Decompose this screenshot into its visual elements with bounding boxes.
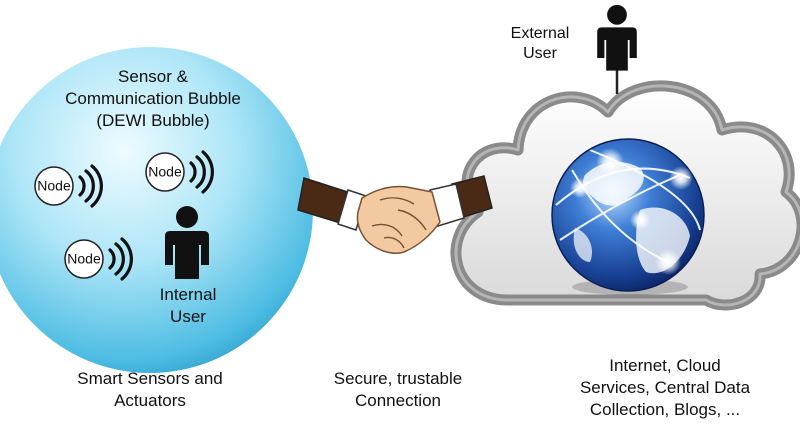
node-2: Node xyxy=(145,150,214,194)
bubble-title-line3: (DEWI Bubble) xyxy=(96,110,210,130)
caption-left-line2: Actuators xyxy=(114,390,186,410)
caption-internet-cloud: Internet, Cloud Services, Central Data C… xyxy=(545,355,785,420)
node-icon xyxy=(145,152,185,192)
caption-middle-line2: Connection xyxy=(354,390,441,410)
signal-waves-icon xyxy=(108,237,133,281)
caption-secure-connection: Secure, trustable Connection xyxy=(298,368,498,412)
internal-user-line2: User xyxy=(170,306,206,326)
node-3: Node xyxy=(64,237,133,281)
caption-middle-line1: Secure, trustable xyxy=(333,369,463,388)
caption-left-line1: Smart Sensors and xyxy=(77,369,223,388)
signal-waves-icon xyxy=(78,164,103,208)
caption-right-line3: Collection, Blogs, ... xyxy=(589,399,741,419)
globe-icon xyxy=(551,138,705,295)
node-icon xyxy=(34,166,74,206)
caption-right-line2: Services, Central Data xyxy=(579,377,751,397)
external-user-line2: User xyxy=(523,45,557,63)
signal-waves-icon xyxy=(189,150,214,194)
internal-user-label: Internal User xyxy=(138,284,238,328)
bubble-title-line1: Sensor & xyxy=(118,67,188,86)
bubble-title: Sensor & Communication Bubble (DEWI Bubb… xyxy=(18,66,288,131)
caption-smart-sensors: Smart Sensors and Actuators xyxy=(50,368,250,412)
external-user-label: External User xyxy=(490,24,590,65)
node-label: Node xyxy=(37,178,71,194)
node-1: Node xyxy=(34,164,103,208)
sensor-bubble xyxy=(0,47,313,373)
person-icon xyxy=(597,4,637,71)
internal-user-line1: Internal xyxy=(159,285,217,304)
node-label: Node xyxy=(148,164,182,180)
caption-right-line1: Internet, Cloud xyxy=(609,356,721,375)
external-user-line1: External xyxy=(510,25,570,42)
node-label: Node xyxy=(67,251,101,267)
node-icon xyxy=(64,239,104,279)
handshake-icon xyxy=(297,175,493,254)
bubble-title-line2: Communication Bubble xyxy=(65,88,241,108)
